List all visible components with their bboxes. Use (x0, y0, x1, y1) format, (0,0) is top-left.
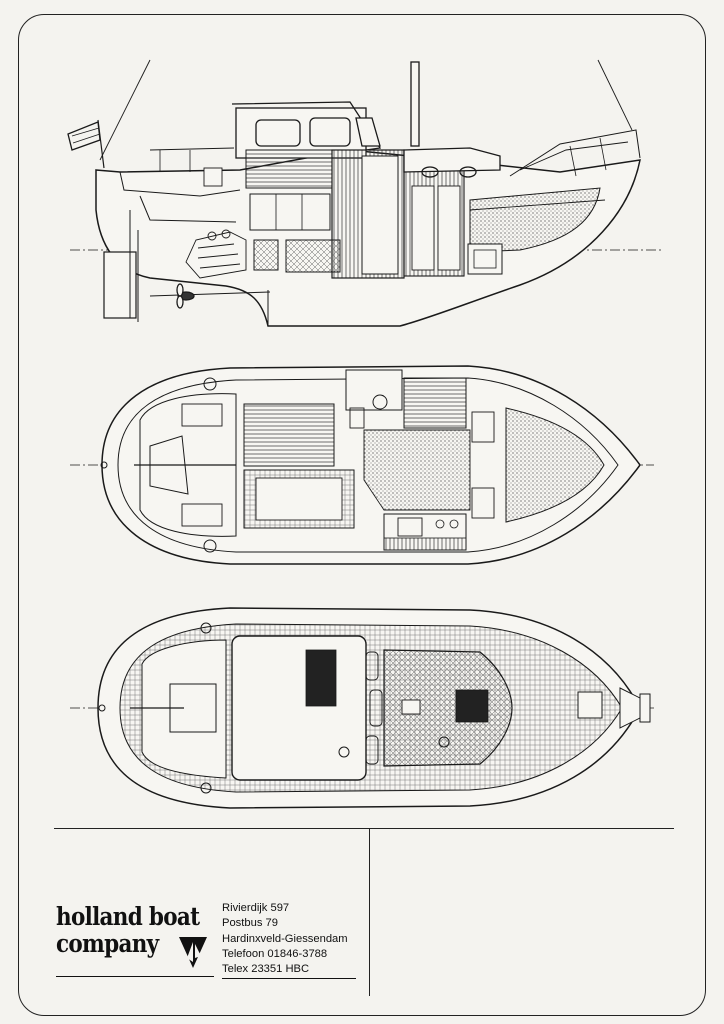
logo-mark-icon (179, 937, 207, 968)
logo-text-line1: holland boat (56, 902, 200, 931)
company-address: Rivierdijk 597 Postbus 79 Hardinxveld-Gi… (222, 901, 372, 977)
address-city: Hardinxveld-Giessendam (222, 932, 348, 945)
address-telex: Telex 23351 HBC (222, 963, 310, 976)
deck-plan-drawing (70, 607, 654, 809)
flag-icon (67, 119, 105, 169)
accommodation-plan-drawing (70, 365, 654, 565)
address-phone: Telefoon 01846-3788 (222, 947, 328, 960)
page-frame (18, 14, 706, 1016)
address-pobox: Postbus 79 (222, 917, 278, 930)
footer-column-divider (369, 828, 370, 996)
engine-outline (185, 229, 247, 279)
logo-text-line2: company (56, 929, 159, 958)
company-logo: holland boat company (56, 900, 220, 980)
vent-icon (401, 699, 421, 715)
logo-underline (56, 976, 214, 977)
footer-divider (54, 828, 674, 829)
side-elevation-drawing (67, 59, 664, 327)
address-street: Rivierdijk 597 (222, 902, 290, 914)
propeller-icon (176, 283, 195, 309)
address-underline (222, 978, 356, 979)
